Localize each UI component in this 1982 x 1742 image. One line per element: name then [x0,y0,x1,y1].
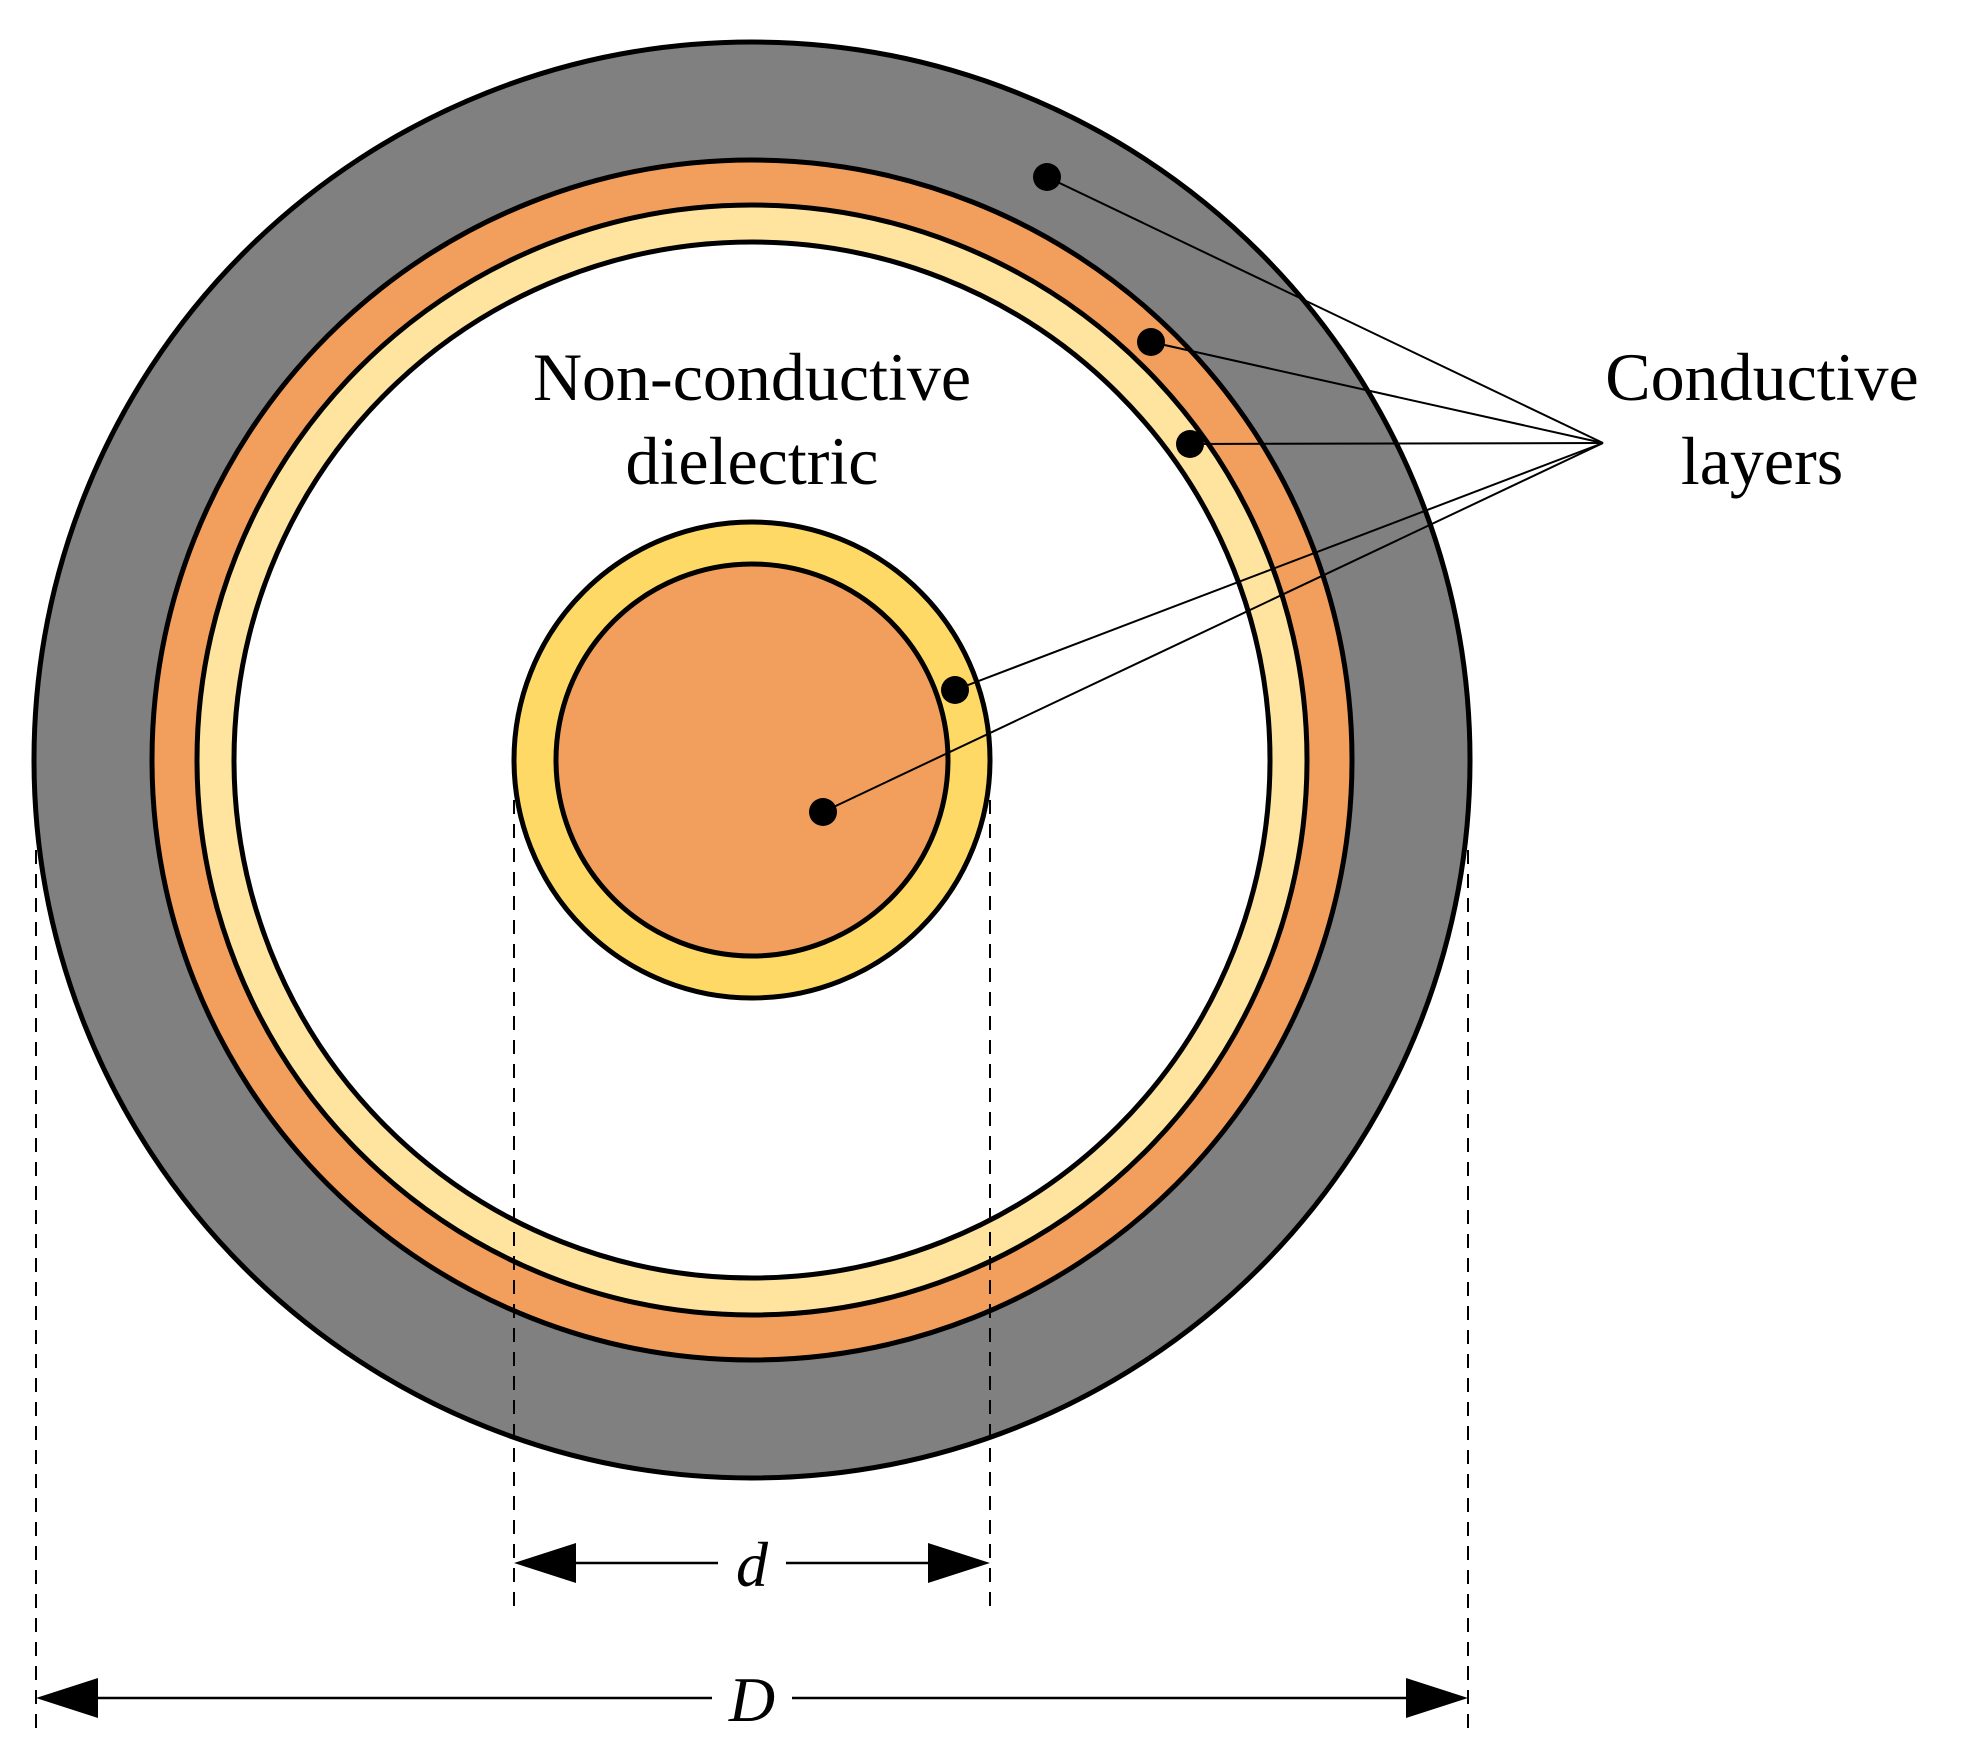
outer-diameter-dimension: D [36,1664,1468,1735]
inner-diameter-dimension: d [514,1529,990,1600]
inner-diameter-arrow-right [928,1543,990,1583]
outer-diameter-arrow-left [36,1678,98,1718]
inner-conductor-core [553,561,951,959]
marker-dot-sheath [1033,163,1061,191]
marker-dot-inner-coating [941,676,969,704]
leader-line-sheath [1046,176,1604,444]
dielectric-label-line1: Non-conductive [533,339,971,415]
leader-line-inner-coating [954,442,1604,691]
conductive-layers-label-line2: layers [1681,423,1843,499]
marker-dot-outer-conductor-inner [1176,430,1204,458]
inner-diameter-arrow-left [514,1543,576,1583]
leader-line-outer-conductor-inner [1189,442,1604,445]
conductive-layers-leaders [822,176,1604,813]
leader-line-outer-conductor [1150,341,1604,444]
marker-dot-inner-core [809,798,837,826]
conductive-layers-label-line1: Conductive [1605,339,1919,415]
outer-diameter-label: D [728,1664,775,1735]
dielectric-label-line2: dielectric [626,423,879,499]
inner-diameter-label: d [736,1529,769,1600]
outer-diameter-arrow-right [1406,1678,1468,1718]
marker-dot-outer-conductor [1137,328,1165,356]
leader-line-inner-core [822,442,1604,813]
